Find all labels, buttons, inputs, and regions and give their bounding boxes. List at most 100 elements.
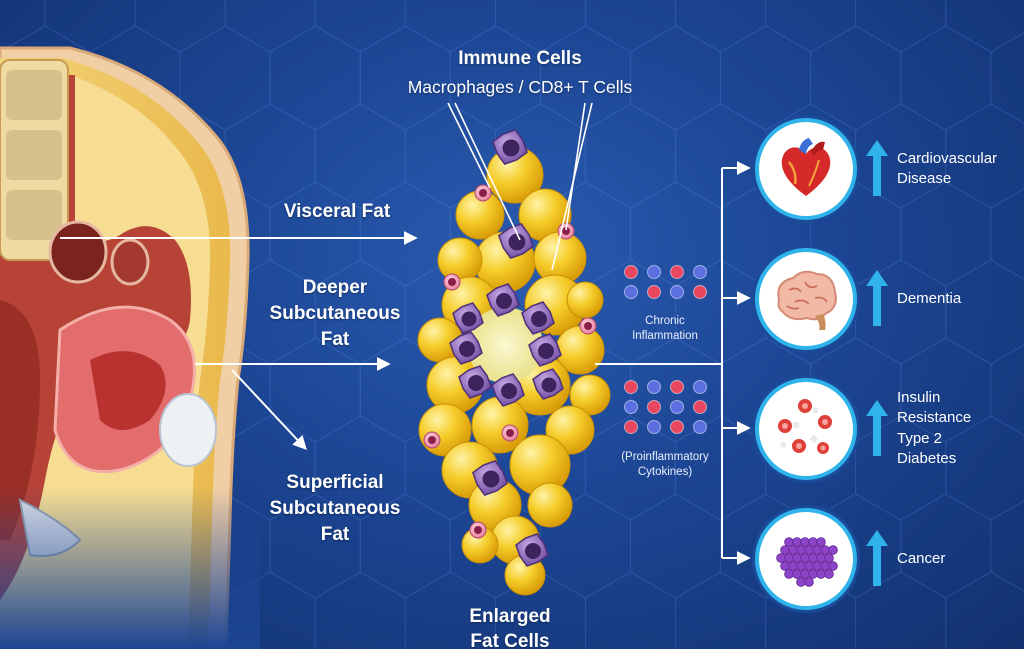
cytokine-dot bbox=[693, 420, 707, 434]
superficial-label-line-1: Superficial bbox=[286, 472, 384, 493]
tumor-cell bbox=[796, 577, 806, 587]
hexagon-cell bbox=[900, 337, 992, 443]
cytokine-dot bbox=[647, 380, 661, 394]
hexagon-cell bbox=[494, 0, 587, 53]
tumor-cell bbox=[828, 561, 838, 571]
hexagon-cell bbox=[990, 32, 1024, 124]
hexagon-cell bbox=[269, 181, 361, 287]
superficial-label-line-3: Fat bbox=[320, 524, 350, 546]
tumor-cell bbox=[800, 569, 810, 579]
macrophage-nucleus bbox=[482, 470, 500, 488]
deeper-subcutaneous-fat-label: Deeper Subcutaneous Fat bbox=[255, 275, 415, 354]
tumor-cell bbox=[828, 545, 838, 555]
hexagon-cell bbox=[900, 493, 992, 599]
tumor-cell bbox=[800, 537, 810, 547]
increase-arrow-icon bbox=[866, 270, 888, 326]
outcome-circle-dementia bbox=[755, 248, 857, 350]
immune-cells-subtitle: Macrophages / CD8+ T Cells bbox=[407, 77, 633, 97]
hexagon-cell bbox=[404, 571, 496, 649]
hexagon-cell bbox=[269, 25, 361, 131]
chronic-line-1: Chronic bbox=[645, 315, 685, 327]
fat-cell bbox=[566, 281, 604, 319]
tumor-cell bbox=[824, 553, 834, 563]
cytokine-dot bbox=[693, 400, 707, 414]
tumor-cell bbox=[796, 545, 806, 555]
enlarged-fat-cells-label: Enlarged Fat Cells bbox=[430, 605, 590, 649]
deeper-label-line-3: Fat bbox=[320, 329, 350, 351]
fat-cell bbox=[527, 482, 573, 528]
tumor-cell bbox=[780, 561, 790, 571]
outcome-label-line: Type 2 bbox=[897, 429, 943, 447]
cytokine-dot bbox=[624, 285, 638, 299]
superficial-fat-arrow bbox=[231, 369, 307, 451]
hexagon-cell bbox=[494, 571, 587, 649]
tumor-cell bbox=[812, 561, 822, 571]
tumor-cell bbox=[820, 545, 830, 555]
tumor-cell bbox=[788, 545, 798, 555]
outcome-label-cancer: Cancer bbox=[897, 549, 945, 569]
tumor-cell bbox=[792, 537, 802, 547]
hexagon-cell bbox=[674, 0, 767, 53]
hexagon-cell bbox=[854, 103, 947, 209]
outcome-label-line: Cancer bbox=[897, 550, 946, 567]
hexagon-cell bbox=[404, 0, 496, 53]
t-cell-nucleus bbox=[584, 322, 592, 330]
hexagon-cell bbox=[629, 493, 722, 599]
tumor-cell bbox=[784, 569, 794, 579]
outcome-label-line: Dementia bbox=[897, 290, 962, 307]
macrophage-nucleus bbox=[502, 139, 520, 157]
cytokines-line-2: Cytokines) bbox=[637, 465, 693, 478]
hexagon-cell bbox=[990, 344, 1024, 436]
cytokine-dot bbox=[693, 285, 707, 299]
heart-icon bbox=[781, 138, 831, 196]
outcome-label-line: Resistance bbox=[897, 409, 972, 427]
hexagon-cell bbox=[945, 0, 1024, 53]
cytokine-dot bbox=[670, 265, 684, 279]
macrophage-nucleus bbox=[541, 377, 557, 393]
hexagon-cell bbox=[359, 181, 451, 287]
cytokine-dot bbox=[624, 420, 638, 434]
outcome-label-line: Insulin bbox=[897, 389, 941, 406]
macrophage-nucleus bbox=[538, 343, 554, 359]
t-cell-nucleus bbox=[474, 526, 482, 534]
deeper-label-line-1: Deeper bbox=[302, 277, 368, 298]
tumor-cell bbox=[824, 569, 834, 579]
superficial-subcutaneous-fat-label: Superficial Subcutaneous Fat bbox=[255, 470, 415, 549]
hexagon-cell bbox=[945, 103, 1024, 209]
outcome-circle-cardiovascular bbox=[755, 118, 857, 220]
hexagon-cell bbox=[854, 259, 947, 365]
increase-arrow-icon bbox=[866, 400, 888, 456]
hexagon-cell bbox=[359, 493, 451, 599]
macrophage-nucleus bbox=[468, 375, 484, 391]
tumor-cell bbox=[780, 545, 790, 555]
hexagon-cell bbox=[449, 25, 542, 131]
cytokine-dot bbox=[670, 380, 684, 394]
cytokine-dot bbox=[693, 265, 707, 279]
hexagon-cell bbox=[629, 25, 722, 131]
hexagon-cell bbox=[359, 25, 451, 131]
hexagon-cell bbox=[674, 103, 767, 209]
tumor-cell bbox=[820, 561, 830, 571]
outcome-circle-diabetes bbox=[755, 378, 857, 480]
visceral-fat-label: Visceral Fat bbox=[283, 201, 391, 222]
proinflammatory-cytokines-label: (Proinflammatory Cytokines) bbox=[602, 450, 728, 480]
increase-arrow-icon bbox=[866, 530, 888, 586]
macrophage-nucleus bbox=[459, 341, 475, 357]
tumor-cell bbox=[796, 561, 806, 571]
hexagon-cell bbox=[854, 571, 947, 649]
hexagon-cell bbox=[990, 500, 1024, 592]
tumor-cell bbox=[816, 569, 826, 579]
hexagon-cell bbox=[674, 571, 767, 649]
macrophage-nucleus bbox=[501, 383, 517, 399]
tumor-cell bbox=[808, 553, 818, 563]
immune-label-pointers bbox=[447, 102, 593, 271]
cytokine-dot bbox=[693, 380, 707, 394]
increase-arrow-icon bbox=[866, 140, 888, 196]
hexagon-cell bbox=[404, 103, 496, 209]
hexagon-cell bbox=[854, 0, 947, 53]
deeper-label-line-2: Subcutaneous bbox=[269, 303, 401, 325]
hexagon-cell bbox=[809, 25, 902, 131]
tumor-cell bbox=[792, 569, 802, 579]
